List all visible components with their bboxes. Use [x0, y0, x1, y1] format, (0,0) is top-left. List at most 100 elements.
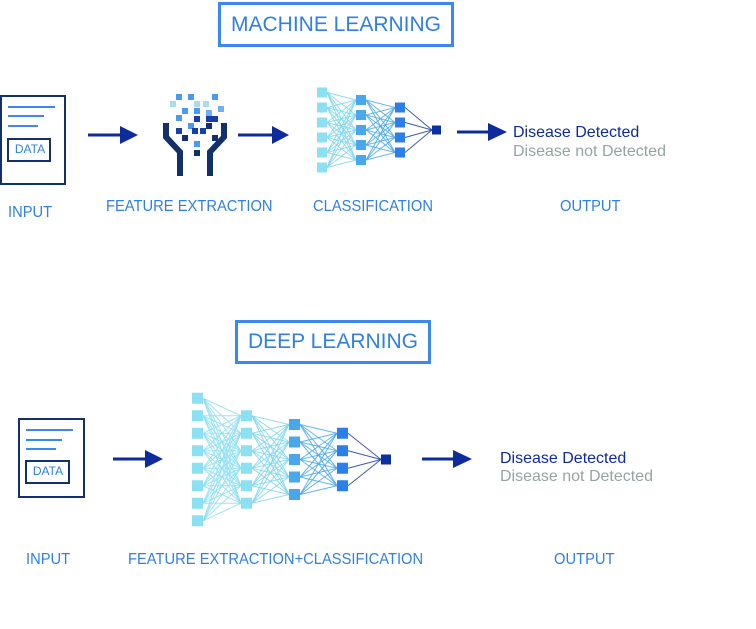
network-connection [404, 107, 433, 131]
network-connection [202, 415, 242, 469]
network-connection [251, 459, 290, 504]
network-connection [347, 450, 382, 460]
network-node [241, 427, 252, 439]
network-node [317, 132, 327, 143]
network-connection [326, 92, 357, 101]
network-node [395, 147, 405, 158]
ml-input-label: INPUT [8, 204, 53, 221]
network-connection [299, 467, 338, 495]
network-connection [365, 107, 396, 131]
network-node [192, 462, 203, 474]
network-node [381, 454, 391, 465]
network-node [356, 110, 366, 120]
network-connection [251, 424, 290, 504]
network-node [395, 102, 405, 113]
network-connection [365, 122, 396, 161]
network-node [337, 445, 348, 457]
feature-pixel [194, 101, 200, 107]
network-connection [347, 459, 382, 487]
network-connection [365, 107, 396, 116]
network-connection [299, 432, 338, 460]
network-node [337, 480, 348, 492]
network-node [241, 462, 252, 474]
network-connection [326, 99, 357, 153]
network-node [356, 140, 366, 150]
deep-learning-title-text: DEEP LEARNING [248, 330, 418, 353]
dl-output-disease-detected: Disease Detected [500, 450, 627, 467]
network-node [317, 87, 327, 98]
network-connection [299, 432, 338, 443]
network-connection [251, 476, 290, 504]
ml-feature-extraction-label: FEATURE EXTRACTION [106, 198, 273, 215]
feature-pixel [206, 110, 212, 116]
feature-pixel [192, 128, 198, 134]
network-node [192, 445, 203, 457]
feature-pixel [176, 94, 182, 100]
ml-document-icon [0, 95, 66, 185]
feature-pixel [194, 116, 200, 122]
network-connection [251, 494, 290, 504]
network-connection [202, 467, 242, 522]
ml-output-label: OUTPUT [560, 198, 621, 215]
feature-pixel [188, 123, 194, 129]
feature-pixel [176, 128, 182, 134]
network-node [241, 480, 252, 492]
ml-data-tag: DATA [14, 142, 46, 156]
network-connection [326, 99, 357, 138]
network-connection [326, 99, 357, 108]
feature-pixel [203, 101, 209, 107]
network-node [395, 132, 405, 143]
dl-feature-extraction-classification-label: FEATURE EXTRACTION+CLASSIFICATION [128, 551, 424, 568]
network-node [192, 410, 203, 422]
network-connection [365, 107, 396, 146]
network-connection [251, 424, 290, 469]
feature-pixel [200, 128, 206, 134]
feature-pixel [218, 106, 224, 112]
network-connection [347, 432, 382, 460]
network-connection [202, 415, 242, 434]
network-node [317, 162, 327, 173]
dl-document-icon [18, 418, 85, 498]
ml-neural-network-icon [317, 87, 441, 173]
network-node [192, 515, 203, 527]
feature-pixel [212, 116, 218, 122]
network-node [192, 480, 203, 492]
ml-output-disease-detected: Disease Detected [513, 124, 640, 141]
network-connection [365, 107, 396, 161]
feature-pixel [194, 150, 200, 156]
machine-learning-title-text: MACHINE LEARNING [230, 13, 442, 36]
network-connection [326, 99, 357, 168]
network-connection [202, 433, 242, 521]
network-connection [251, 441, 290, 504]
network-node [241, 497, 252, 509]
network-connection [326, 144, 357, 168]
feature-pixel [194, 108, 200, 114]
network-connection [251, 424, 290, 452]
feature-pixel [212, 135, 218, 141]
network-node [192, 427, 203, 439]
network-connection [326, 114, 357, 168]
network-connection [202, 415, 242, 504]
network-node [356, 125, 366, 135]
feature-pixel [170, 101, 176, 107]
network-node [317, 147, 327, 158]
network-connection [299, 450, 338, 495]
feature-pixel [194, 141, 200, 147]
network-node [192, 392, 203, 404]
network-connection [347, 459, 382, 469]
network-connection [326, 159, 357, 168]
dl-neural-network-icon [192, 392, 391, 527]
feature-pixel [206, 123, 212, 129]
ml-arrow-2-icon [238, 126, 289, 144]
ml-output-disease-not-detected: Disease not Detected [513, 143, 666, 160]
dl-arrow-2-icon [422, 450, 472, 468]
network-node [317, 102, 327, 113]
network-connection [404, 129, 433, 138]
network-connection [202, 485, 242, 522]
network-connection [326, 129, 357, 168]
network-node [289, 454, 300, 465]
network-node [289, 489, 300, 500]
network-connection [365, 99, 396, 108]
network-connection [202, 450, 242, 521]
feature-pixel [212, 94, 218, 100]
